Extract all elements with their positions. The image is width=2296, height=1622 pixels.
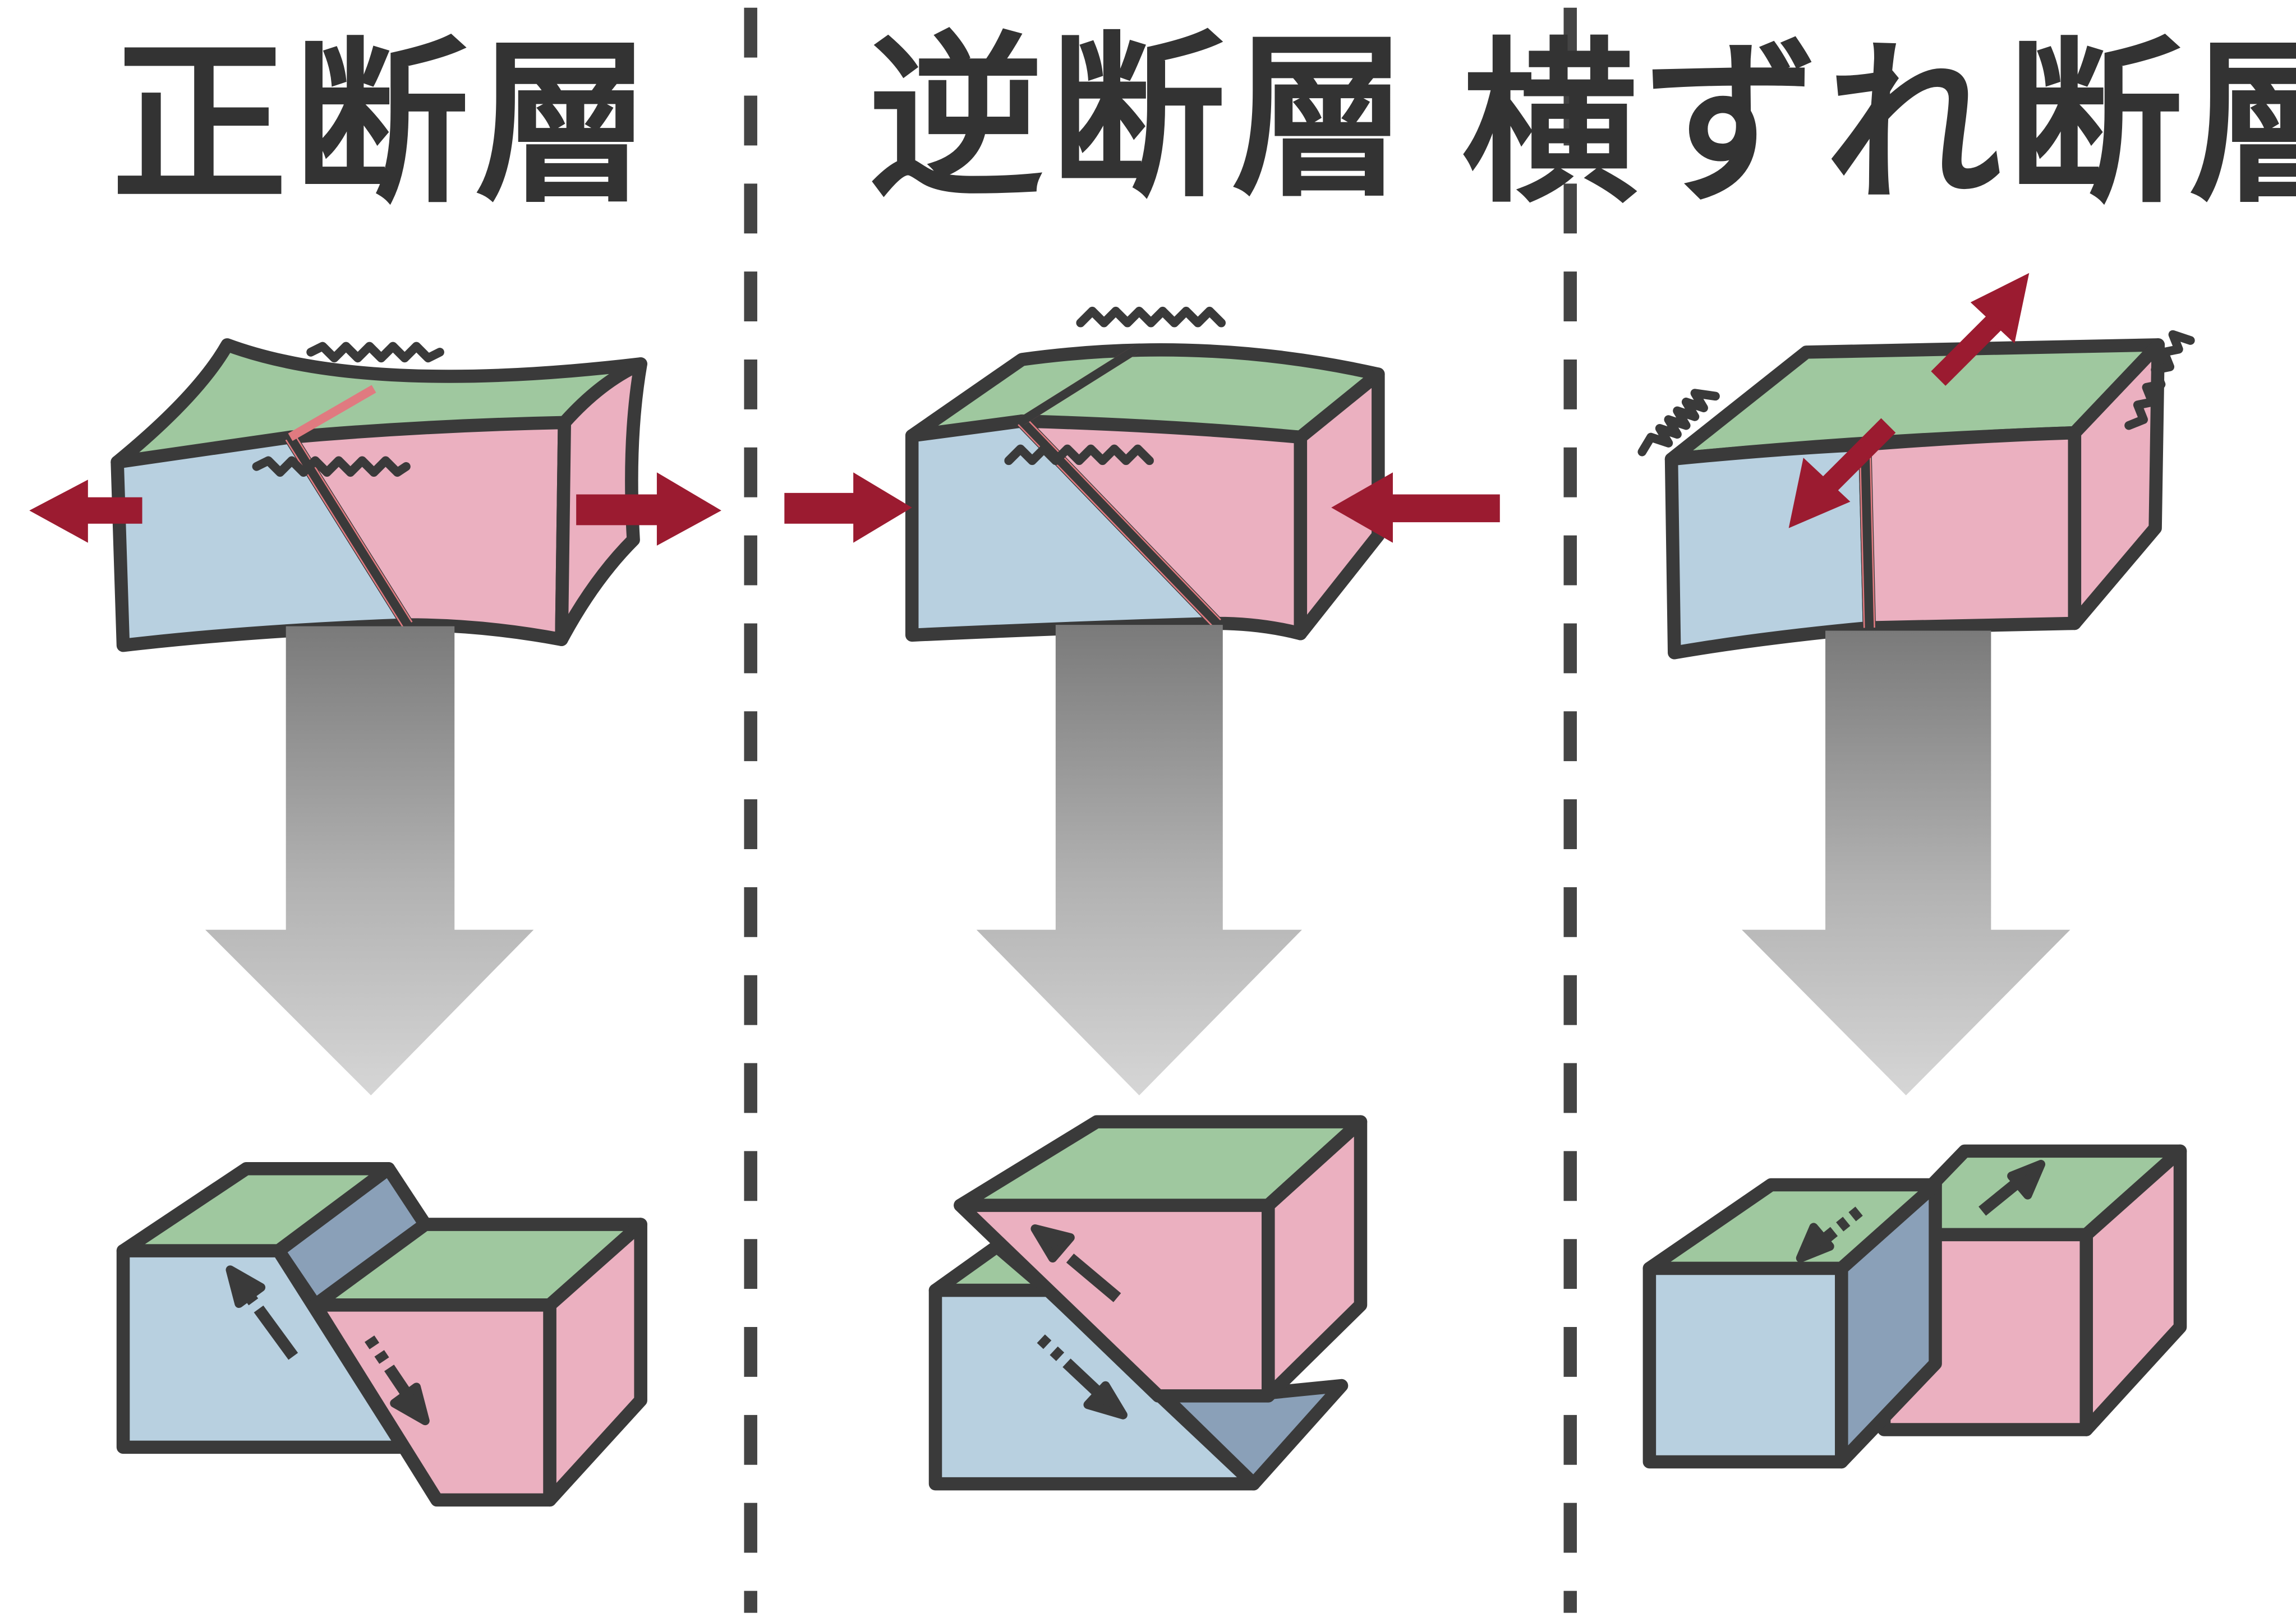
motion-arrow-icon: [1030, 1224, 1121, 1302]
strike-slip-after-block: [1642, 1144, 2187, 1469]
process-arrow-icon: [976, 625, 1302, 1096]
motion-arrow-icon: [1978, 1160, 2046, 1216]
title-normal-fault: 正断層: [112, 22, 657, 227]
title-reverse-fault: 逆断層: [868, 16, 1413, 221]
left-block-face: [111, 430, 415, 652]
shaking-wave-icon: [1004, 444, 1154, 466]
left-block-face: [1642, 1261, 1848, 1469]
force-arrow-icon: [576, 472, 721, 546]
motion-arrow-icon: [364, 1335, 430, 1426]
reverse-fault-before-block: [905, 343, 1385, 642]
normal-fault-after-block: [116, 1162, 647, 1507]
motion-arrow-icon: [1796, 1206, 1863, 1263]
force-arrow-icon: [784, 472, 912, 543]
right-block-face: [283, 416, 572, 646]
shaking-wave-icon: [2124, 330, 2195, 430]
process-arrow-icon: [205, 626, 534, 1096]
right-block-face: [1858, 426, 2082, 635]
title-strike-slip-fault: 横ずれ断層: [1462, 22, 2296, 227]
force-arrow-icon: [1931, 273, 2030, 386]
motion-arrow-icon: [1037, 1334, 1128, 1420]
right-side-face: [2079, 1144, 2187, 1436]
strike-slip-before-block: [1664, 338, 2165, 660]
shaking-wave-icon: [1637, 389, 1720, 457]
motion-arrow-icon: [226, 1265, 298, 1360]
fault-line-top: [288, 385, 376, 441]
force-arrow-icon: [1331, 472, 1500, 543]
shaking-wave-icon: [1076, 306, 1226, 328]
right-block-face: [1015, 414, 1308, 640]
normal-fault-before-block: [111, 338, 647, 652]
right-side-face: [543, 1218, 647, 1507]
process-arrow-icon: [1742, 630, 2070, 1096]
force-arrow-icon: [1788, 418, 1896, 528]
force-arrow-icon: [29, 480, 142, 543]
right-side-face: [1262, 1115, 1368, 1403]
shaking-wave-icon: [306, 342, 444, 363]
shaking-wave-icon: [252, 456, 411, 477]
reverse-fault-after-block: [928, 1115, 1368, 1491]
